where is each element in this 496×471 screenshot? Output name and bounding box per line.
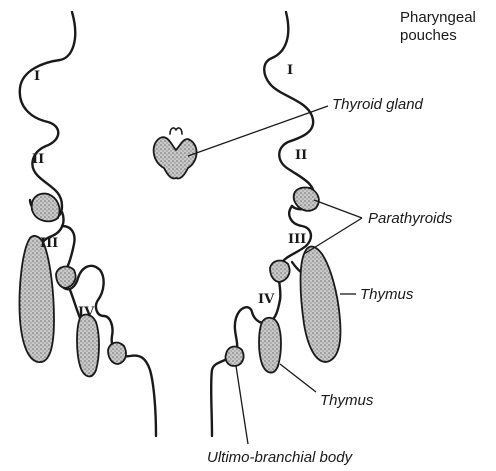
right-pharyngeal-wall bbox=[211, 12, 314, 436]
right-thymus-iv bbox=[259, 318, 281, 373]
right-numeral-ii: II bbox=[295, 148, 307, 163]
label-thymus-lower: Thymus bbox=[320, 392, 374, 409]
right-numeral-i: I bbox=[287, 63, 293, 78]
right-parathyroid-iii bbox=[294, 188, 319, 211]
right-wall-outline bbox=[264, 12, 314, 209]
label-parathyroids: Parathyroids bbox=[368, 210, 453, 227]
thyroid-gland bbox=[154, 137, 197, 178]
thyroid-stalk bbox=[170, 128, 182, 134]
left-numeral-ii: II bbox=[32, 152, 44, 167]
left-thymus-iv bbox=[77, 315, 99, 377]
label-pharyngeal: Pharyngeal bbox=[400, 9, 476, 26]
label-thymus-upper: Thymus bbox=[360, 286, 414, 303]
right-ultimobranchial bbox=[225, 347, 243, 366]
right-numeral-iii: III bbox=[288, 232, 306, 247]
left-numeral-i: I bbox=[34, 69, 40, 84]
left-wall-outline-3 bbox=[60, 226, 156, 436]
label-ultimobranchial: Ultimo-branchial body bbox=[207, 449, 354, 466]
label-pouches: pouches bbox=[400, 27, 457, 44]
right-numeral-iv: IV bbox=[258, 292, 275, 307]
left-thymus bbox=[19, 236, 54, 362]
leader-parathyroid-iv bbox=[304, 218, 362, 254]
left-parathyroid-iv bbox=[56, 267, 76, 288]
left-numeral-iv: IV bbox=[78, 305, 95, 320]
leader-thymus-lower bbox=[280, 364, 316, 392]
left-parathyroid-iii bbox=[32, 194, 60, 222]
left-ultimobranchial bbox=[108, 343, 126, 364]
right-thymus bbox=[301, 247, 341, 362]
right-parathyroid-iv bbox=[270, 261, 290, 282]
leader-ultimobranchial bbox=[236, 366, 248, 444]
left-numeral-iii: III bbox=[40, 236, 58, 251]
leader-parathyroid-iii bbox=[314, 200, 362, 218]
left-wall-outline bbox=[20, 12, 75, 220]
label-thyroid-gland: Thyroid gland bbox=[332, 96, 424, 113]
